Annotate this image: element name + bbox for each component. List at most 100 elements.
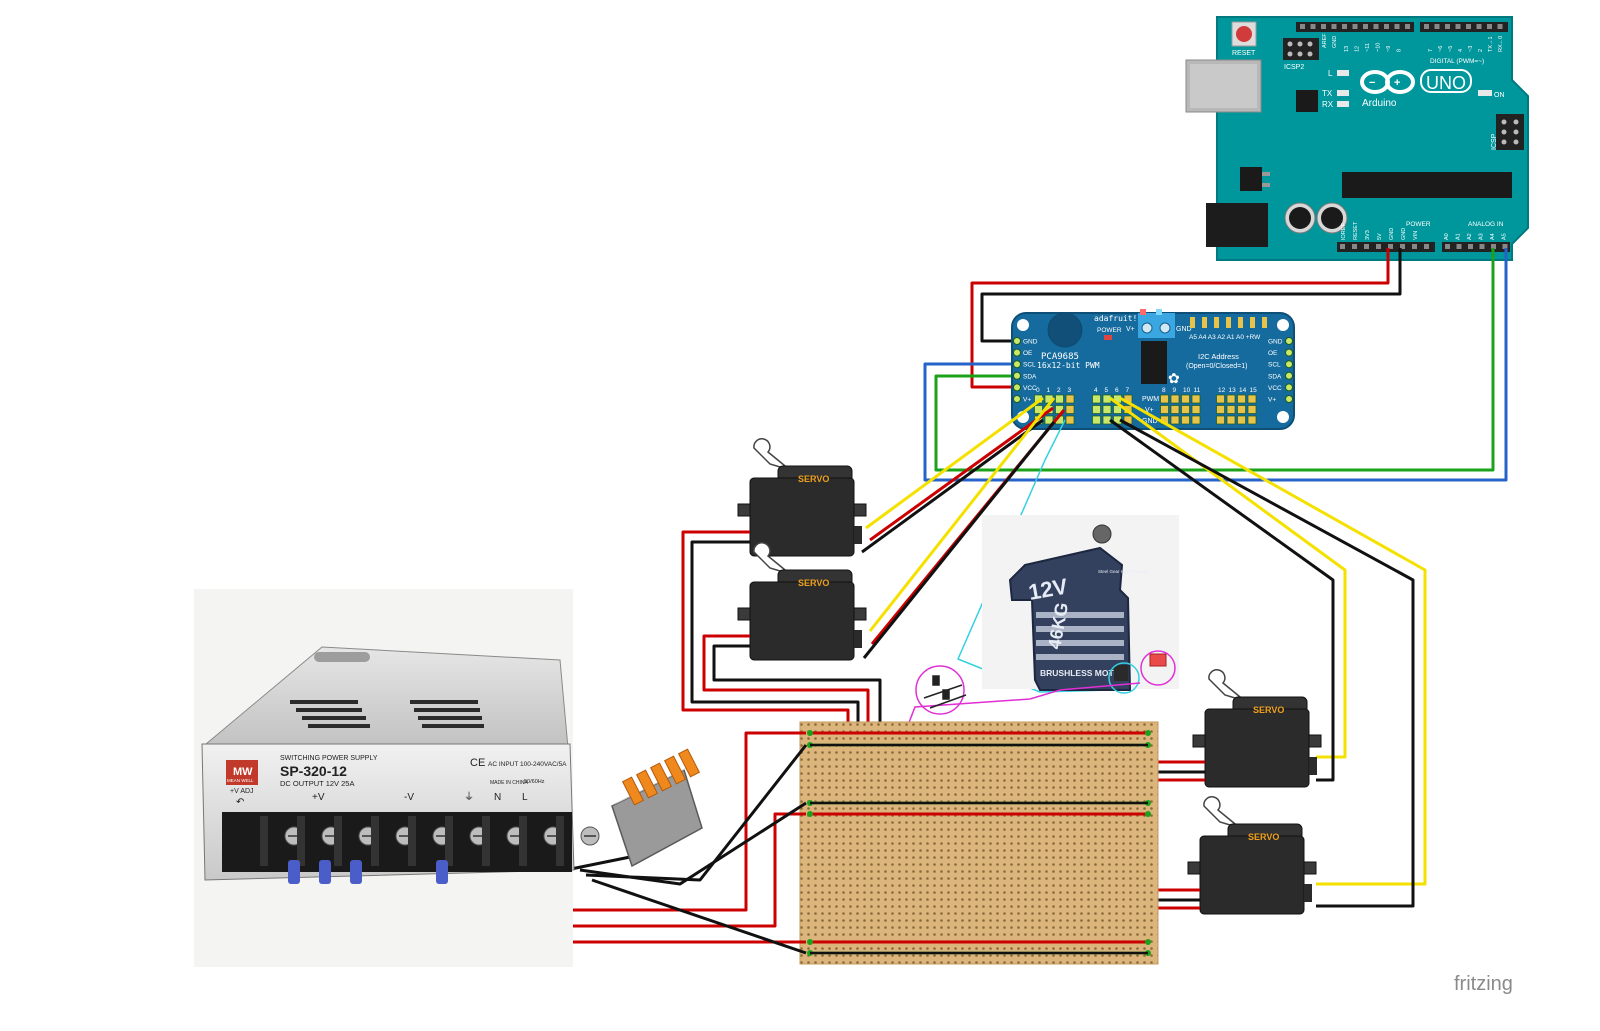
digital-pin-label: ~3: [1468, 46, 1474, 52]
pca-channel-pin: [1170, 415, 1180, 425]
psu-terminal-label: N: [494, 792, 501, 803]
pca-left-pin-label: VCC: [1023, 385, 1037, 392]
header-pin: [1376, 244, 1381, 249]
digital-label: DIGITAL (PWM=~): [1430, 58, 1484, 65]
power-pin-label: 3V3: [1365, 230, 1371, 240]
psu-title: SWITCHING POWER SUPPLY: [280, 755, 378, 762]
header-pin: [1300, 24, 1305, 29]
pca-left-pin-label: GND: [1023, 339, 1038, 346]
digital-pin-label: ~10: [1376, 43, 1382, 52]
pca-channel-pin: [1191, 394, 1201, 404]
digital-pin-label: 7: [1428, 49, 1434, 52]
pca-channel-pin: [1247, 405, 1257, 414]
analog-header-label: ANALOG IN: [1468, 221, 1504, 228]
digital-pin-label: 4: [1458, 49, 1464, 52]
pca-channel-pin: [1113, 405, 1122, 414]
header-pin: [1321, 24, 1326, 29]
header-pin: [1363, 24, 1368, 29]
pca-left-pin-label: V+: [1023, 397, 1031, 404]
header-pin: [1445, 24, 1450, 29]
header-pin: [1466, 24, 1471, 29]
pca-channel-pin: [1247, 394, 1257, 404]
pca-channel-pin: [1160, 394, 1169, 404]
pca-left-pin-label: OE: [1023, 350, 1033, 357]
pca-left-pin: [1013, 337, 1021, 345]
adafruit-star-icon: ✿: [1168, 371, 1180, 387]
servo-horn-icon: [753, 542, 791, 575]
pca-right-pin: [1285, 371, 1293, 380]
servo-label: SERVO: [798, 474, 829, 484]
pca-channel-pin: [1181, 394, 1190, 404]
pca-channel-pin: [1102, 405, 1112, 414]
servo-label: SERVO: [1248, 832, 1279, 842]
pca-channel-pin: [1237, 405, 1246, 414]
pca-channel-pin: [1170, 394, 1180, 404]
pca-right-pin: [1285, 348, 1293, 357]
analog-pin-label: A3: [1479, 233, 1485, 240]
pca-channel-label: 0: [1036, 387, 1040, 394]
power-pin-label: VIN: [1413, 231, 1419, 240]
pca-channel-pin: [1191, 415, 1201, 425]
digital-pin-label: 8: [1397, 49, 1403, 52]
servo-horn-icon: [753, 438, 791, 471]
header-pin: [1434, 24, 1440, 29]
header-pin: [1502, 244, 1508, 249]
pca-channel-pin: [1034, 405, 1043, 414]
aref-label: AREF: [1322, 33, 1328, 48]
wago-connector: [611, 748, 703, 868]
pca-channel-pin: [1181, 415, 1190, 425]
ce-mark-icon: CE: [470, 757, 485, 769]
reset-label: RESET: [1232, 50, 1256, 57]
pca-channel-pin: [1065, 405, 1075, 414]
header-pin: [1476, 24, 1482, 29]
psu-adj-label: +V ADJ: [230, 788, 254, 795]
psu-terminal-label: L: [522, 792, 528, 803]
svg-text:+: +: [1394, 77, 1400, 89]
analog-pin-label: A1: [1456, 233, 1462, 240]
psu-brand: MEAN WELL: [227, 778, 254, 783]
header-pin: [1405, 24, 1410, 29]
terminal-divider: [482, 816, 490, 866]
header-pin: [1352, 244, 1357, 249]
pca-channel-label: 4: [1094, 387, 1098, 394]
header-pin: [1352, 24, 1358, 29]
header-pin: [1456, 244, 1462, 249]
header-pin: [1364, 244, 1369, 249]
address-pad: [1202, 317, 1207, 328]
power-header: [1337, 242, 1435, 252]
pca-channel-pin: [1226, 394, 1236, 404]
pca-channel-pin: [1102, 415, 1112, 425]
arduino-model: UNO: [1426, 73, 1466, 93]
pca-power-label: POWER: [1097, 327, 1122, 334]
address-pad: [1226, 317, 1231, 328]
header-pin: [1412, 244, 1417, 249]
servo-horn-icon: [1203, 796, 1241, 829]
power-pin-label: GND: [1389, 228, 1395, 240]
pca-channel-pin: [1170, 405, 1180, 414]
address-pad: [1238, 317, 1243, 328]
wires-arduino-to-pca: [923, 248, 1508, 482]
pca-channel-label: 1: [1047, 387, 1051, 394]
pca-chip: [1141, 341, 1167, 384]
pca-left-pin: [1013, 371, 1021, 380]
address-pad: [1190, 317, 1195, 328]
terminal-divider: [297, 816, 305, 866]
pca-channel-pin: [1191, 405, 1201, 414]
header-pin: [1479, 244, 1485, 249]
servo-4: SERVO: [1187, 796, 1317, 915]
perfboard: [799, 721, 1159, 965]
led-rx-label: RX: [1322, 100, 1334, 109]
usb-chip: [1296, 90, 1318, 112]
header-pin: [1424, 24, 1429, 29]
gnd-label: GND: [1332, 36, 1338, 48]
header-pin: [1340, 244, 1345, 249]
pca-left-pin-label: SDA: [1023, 373, 1037, 380]
psu-terminal-label: +V: [312, 792, 325, 803]
terminal-divider: [408, 816, 416, 866]
analog-pin-label: A0: [1444, 233, 1450, 240]
digital-pin-label: TX→1: [1488, 36, 1494, 52]
pca-right-pin: [1285, 395, 1293, 403]
wires-pca-to-servos: [861, 396, 1427, 908]
pca-right-pin: [1285, 360, 1293, 369]
